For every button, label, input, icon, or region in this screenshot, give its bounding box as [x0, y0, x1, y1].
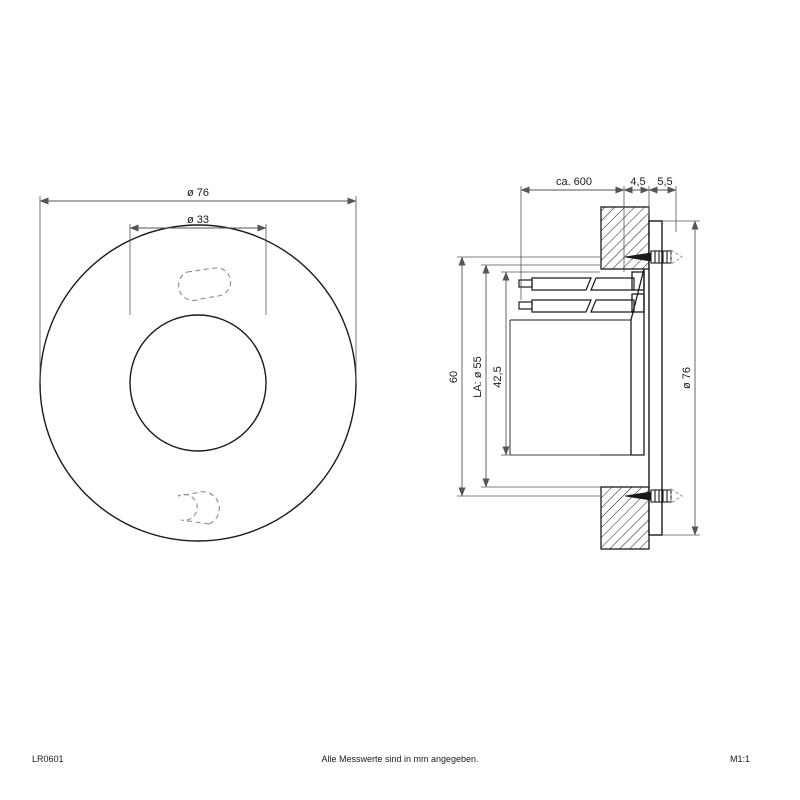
mounting-screw-upper — [624, 249, 683, 265]
terminal-lower — [631, 293, 645, 313]
dim-label-cutout-diameter: LA: ø 55 — [472, 356, 484, 398]
footer-units-note: Alle Messwerte sind in mm angegeben. — [321, 754, 478, 764]
cable-lead-upper — [518, 277, 635, 291]
section-view-side: ca. 600 4,5 5,5 60 LA: ø 55 42,5 — [448, 176, 700, 550]
footer: LR0601 Alle Messwerte sind in mm angegeb… — [32, 754, 750, 764]
dim-label-flange-diameter: ø 76 — [681, 367, 693, 389]
mounting-screw-lower — [624, 488, 683, 504]
dim-label-overall-height: 60 — [448, 371, 460, 383]
cable-tip-upper — [518, 279, 533, 288]
terminal-upper — [631, 271, 645, 291]
dim-label-flange-offset: 5,5 — [657, 176, 672, 188]
screw-head-hidden-lower — [670, 488, 683, 504]
cable-tip-lower — [518, 301, 533, 310]
flange-faceplate — [648, 220, 663, 536]
front-view-circular-plate: ø 76 ø 33 — [39, 187, 357, 542]
dim-label-cable-length: ca. 600 — [556, 176, 592, 188]
keyhole-slot-upper — [178, 267, 232, 302]
footer-drawing-number: LR0601 — [32, 754, 64, 764]
cable-lead-lower — [518, 299, 635, 313]
dim-label-inner-diameter: ø 33 — [187, 214, 209, 226]
screw-head-hidden-upper — [670, 249, 683, 265]
footer-scale: M1:1 — [730, 754, 750, 764]
dim-label-wall-thickness: 4,5 — [630, 176, 645, 188]
dim-label-recess-depth: 42,5 — [492, 366, 504, 387]
inner-circle — [129, 314, 267, 452]
dim-label-outer-diameter: ø 76 — [187, 187, 209, 199]
keyhole-slot-lower — [177, 491, 220, 525]
